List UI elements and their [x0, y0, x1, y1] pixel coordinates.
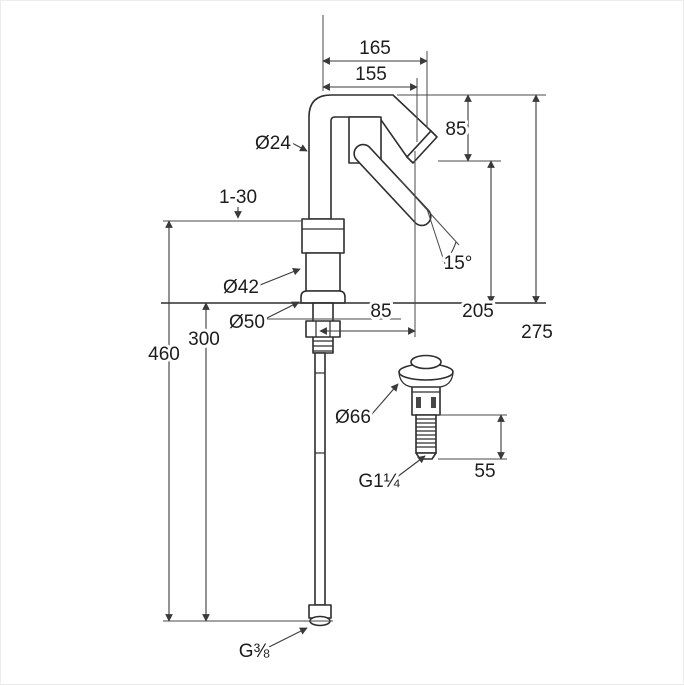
leader-g114	[396, 455, 426, 478]
label-spout-reach-inner: 155	[355, 64, 387, 85]
dimension-lines	[165, 57, 540, 622]
cartridge-housing	[301, 218, 345, 254]
handle-axis-line	[398, 178, 460, 246]
below-deck-parts	[305, 302, 341, 627]
label-overall-height: 460	[148, 344, 180, 365]
dimension-labels: 165 155 85 Ø24 1-30 15° Ø42 Ø50 85 205 2…	[145, 35, 556, 665]
label-total-height: 275	[521, 322, 553, 343]
angle-reference-line	[426, 208, 446, 265]
angle-arc	[442, 241, 457, 262]
label-spout-reach-outer: 165	[359, 38, 391, 59]
base-flange	[300, 290, 346, 304]
label-waste-flange-dia: Ø66	[335, 407, 371, 428]
label-waste-thread: G1¼	[358, 471, 400, 492]
leader-lines	[234, 142, 426, 648]
drain-dome-cap	[410, 354, 442, 370]
leader-dia42	[259, 267, 301, 286]
label-outlet-offset: 85	[370, 301, 391, 322]
label-handle-angle: 15°	[444, 253, 473, 274]
overflow-slot	[416, 397, 421, 408]
label-spout-drop: 85	[445, 119, 466, 140]
label-outlet-height: 205	[462, 301, 494, 322]
leader-dia24	[291, 142, 308, 152]
faucet-handle	[348, 116, 432, 227]
drain-assembly	[398, 354, 454, 460]
tailpiece-threads	[416, 418, 436, 448]
mounting-nut	[305, 320, 341, 338]
label-below-deck-length: 300	[188, 329, 220, 350]
drain-flange-side	[398, 372, 413, 388]
leader-g38	[268, 627, 308, 648]
label-waste-length: 55	[474, 461, 495, 482]
leader-dia66	[371, 383, 399, 415]
overflow-slot	[431, 397, 436, 408]
supply-hose	[314, 352, 326, 606]
tailpiece-end	[415, 452, 437, 460]
label-body-dia: Ø42	[223, 277, 259, 298]
drain-flange-side	[439, 372, 454, 388]
leader-dia50	[264, 301, 300, 320]
label-mount-thickness: 1-30	[219, 187, 257, 208]
label-supply-thread: G⅜	[239, 641, 270, 662]
body-column	[305, 252, 341, 292]
label-base-dia: Ø50	[229, 312, 265, 333]
handle-lever	[353, 143, 432, 227]
handle-angle-construction	[398, 178, 460, 265]
label-spout-pipe-dia: Ø24	[255, 133, 291, 154]
faucet-body	[300, 218, 346, 304]
